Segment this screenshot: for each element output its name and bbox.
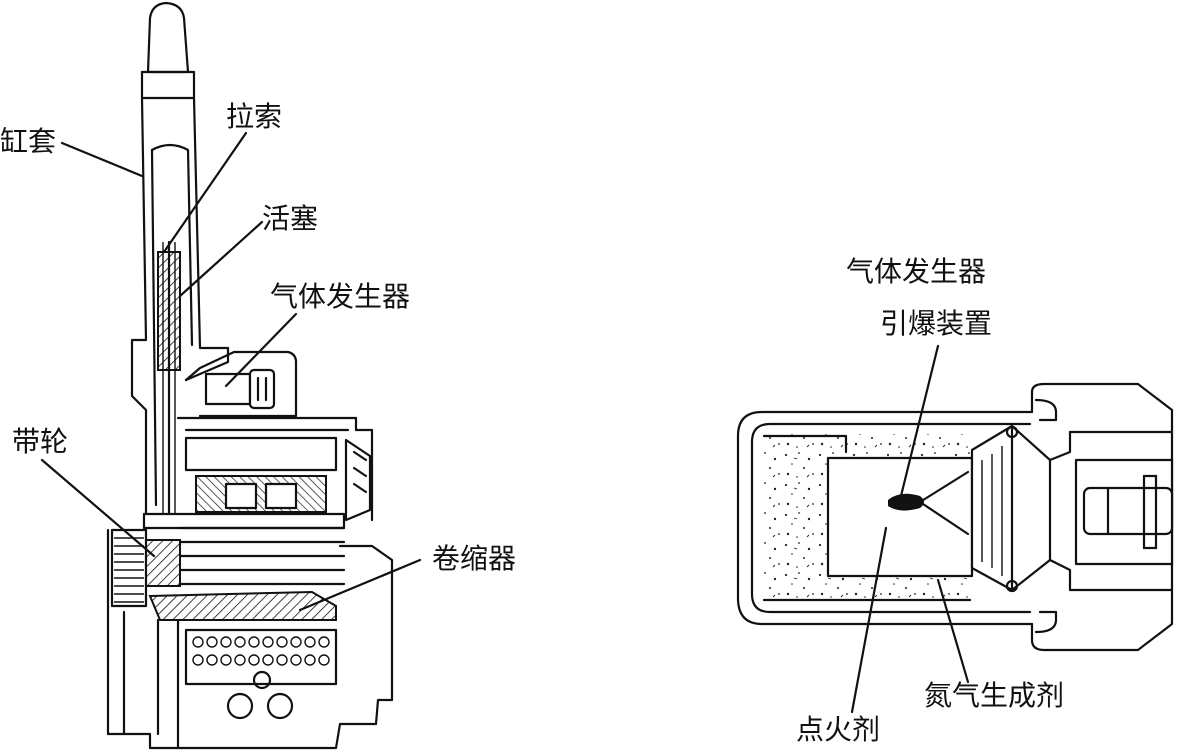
leader-pulley xyxy=(40,458,156,558)
cylinder-wall-left xyxy=(130,70,148,532)
leader-igniter xyxy=(850,526,888,714)
gas-generator-figure xyxy=(736,344,1174,714)
label-gas-generator-right: 气体发生器 xyxy=(846,255,987,288)
leader-cable xyxy=(162,131,248,254)
retractor-shaft xyxy=(148,590,337,621)
pulley xyxy=(145,539,181,587)
label-igniter: 点火剂 xyxy=(796,713,881,746)
leader-gas-generator xyxy=(224,312,298,388)
pretensioner-figure xyxy=(40,1,422,750)
leader-detonator xyxy=(898,344,940,502)
leader-retractor xyxy=(298,558,422,612)
label-nitrogen-agent: 氮气生成剂 xyxy=(924,679,1065,712)
vent-holes xyxy=(192,636,330,666)
label-pulley: 带轮 xyxy=(12,425,69,458)
cylinder-tip xyxy=(146,1,190,74)
label-retractor: 卷缩器 xyxy=(432,542,517,575)
leader-cylinder xyxy=(60,141,144,178)
cylinder-wall-right xyxy=(140,70,230,382)
leader-piston xyxy=(178,220,264,298)
label-cable: 拉索 xyxy=(226,100,283,133)
label-gas-generator-left: 气体发生器 xyxy=(270,280,411,313)
gas-generator-housing xyxy=(184,350,298,418)
capsule-outer xyxy=(736,410,1034,626)
label-detonator: 引爆装置 xyxy=(880,307,993,340)
leader-nitrogen-agent xyxy=(936,578,970,684)
label-piston: 活塞 xyxy=(262,202,319,235)
igniter-chamber xyxy=(826,456,974,578)
detonator xyxy=(888,493,924,511)
label-cylinder: 缸套 xyxy=(0,125,57,158)
